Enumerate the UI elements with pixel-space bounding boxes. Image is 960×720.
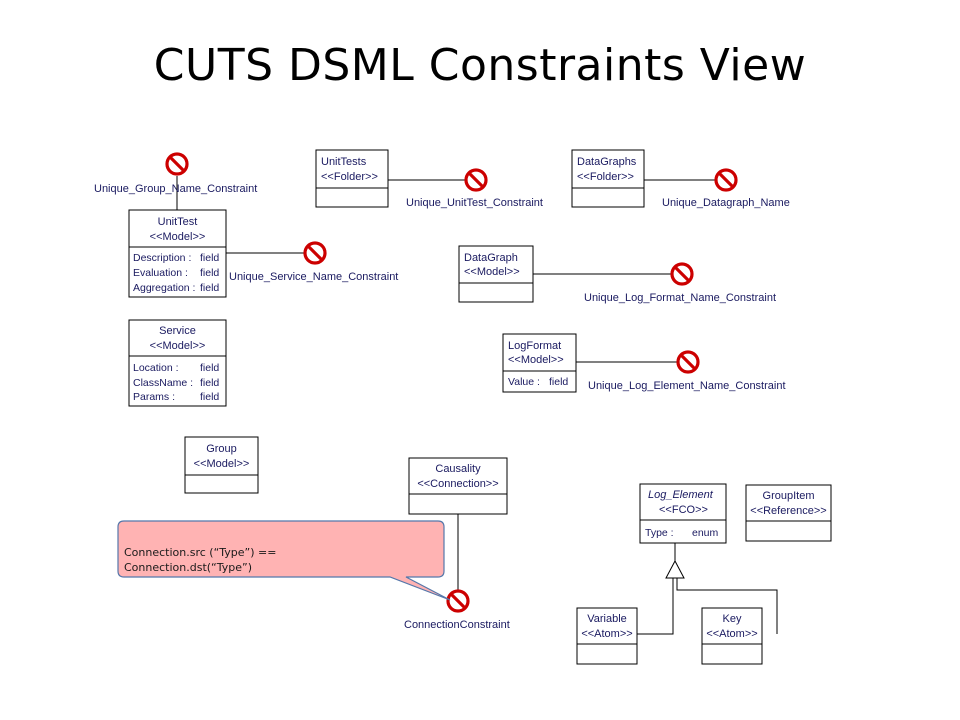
no-entry-icon <box>714 168 738 192</box>
datagraph-stereotype: <<Model>> <box>464 266 520 278</box>
causality-box[interactable]: Causality <<Connection>> <box>408 457 508 515</box>
page-title: CUTS DSML Constraints View <box>153 40 807 91</box>
unittests-stereotype: <<Folder>> <box>321 171 378 183</box>
inheritance-variable-line <box>637 578 674 635</box>
callout-note: Connection.src (“Type”) == Connection.ds… <box>117 520 451 601</box>
log-element-name: Log_Element <box>648 489 714 501</box>
service-type-location: field <box>200 362 219 374</box>
no-entry-icon <box>464 168 488 192</box>
unittest-name: UnitTest <box>158 216 198 228</box>
service-type-classname: field <box>200 377 219 389</box>
logformat-box[interactable]: LogFormat <<Model>> Value : field <box>502 333 577 393</box>
key-box[interactable]: Key <<Atom>> <box>701 607 763 665</box>
service-attr-params: Params : <box>133 391 175 403</box>
group-box[interactable]: Group <<Model>> <box>184 436 259 494</box>
datagraph-box[interactable]: DataGraph <<Model>> <box>458 245 534 303</box>
log-element-stereotype: <<FCO>> <box>659 504 708 516</box>
no-entry-icon <box>670 262 694 286</box>
unittest-attr-evaluation: Evaluation : <box>133 267 188 279</box>
constraint-label-unittest: Unique_UnitTest_Constraint <box>406 197 543 209</box>
no-entry-icon <box>446 589 470 613</box>
variable-name: Variable <box>587 613 627 625</box>
unittest-type-description: field <box>200 252 219 264</box>
unittest-attr-aggregation: Aggregation : <box>133 282 195 294</box>
datagraphs-stereotype: <<Folder>> <box>577 171 634 183</box>
log-element-type-type: enum <box>692 527 719 539</box>
unittests-box[interactable]: UnitTests <<Folder>> <box>315 149 389 208</box>
inheritance-key-line <box>676 578 778 634</box>
log-element-box[interactable]: Log_Element <<FCO>> Type : enum <box>639 483 727 544</box>
groupitem-name: GroupItem <box>763 490 815 502</box>
no-entry-icon <box>303 241 327 265</box>
logformat-type-value: field <box>549 376 568 388</box>
groupitem-stereotype: <<Reference>> <box>750 505 826 517</box>
variable-stereotype: <<Atom>> <box>581 628 632 640</box>
unittests-name: UnitTests <box>321 156 367 168</box>
logformat-attr-value: Value : <box>508 376 540 388</box>
datagraphs-box[interactable]: DataGraphs <<Folder>> <box>571 149 645 208</box>
group-name: Group <box>206 443 237 455</box>
note-line-2: Connection.dst(“Type”) <box>124 561 252 574</box>
constraint-label-log-element-name: Unique_Log_Element_Name_Constraint <box>588 380 786 392</box>
unittest-stereotype: <<Model>> <box>150 231 206 243</box>
causality-stereotype: <<Connection>> <box>417 478 498 490</box>
constraint-label-log-format-name: Unique_Log_Format_Name_Constraint <box>584 292 776 304</box>
key-name: Key <box>723 613 742 625</box>
key-stereotype: <<Atom>> <box>706 628 757 640</box>
unittest-type-aggregation: field <box>200 282 219 294</box>
constraint-label-connection: ConnectionConstraint <box>404 619 510 631</box>
group-stereotype: <<Model>> <box>194 458 250 470</box>
service-attr-location: Location : <box>133 362 179 374</box>
logformat-name: LogFormat <box>508 340 561 352</box>
causality-name: Causality <box>435 463 481 475</box>
log-element-attr-type: Type : <box>645 527 674 539</box>
constraint-label-group-name: Unique_Group_Name_Constraint <box>94 183 257 195</box>
groupitem-box[interactable]: GroupItem <<Reference>> <box>745 484 832 542</box>
no-entry-icon <box>676 350 700 374</box>
datagraph-name: DataGraph <box>464 252 518 264</box>
logformat-stereotype: <<Model>> <box>508 354 564 366</box>
service-type-params: field <box>200 391 219 403</box>
service-box[interactable]: Service <<Model>> Location : field Class… <box>128 319 227 407</box>
variable-box[interactable]: Variable <<Atom>> <box>576 607 638 665</box>
no-entry-icon <box>165 152 189 176</box>
datagraphs-name: DataGraphs <box>577 156 637 168</box>
unittest-box[interactable]: UnitTest <<Model>> Description : field E… <box>128 209 227 298</box>
inheritance-triangle <box>665 559 685 579</box>
constraint-label-datagraph-name: Unique_Datagraph_Name <box>662 197 790 209</box>
service-attr-classname: ClassName : <box>133 377 193 389</box>
constraint-label-service-name: Unique_Service_Name_Constraint <box>229 271 398 283</box>
service-name: Service <box>159 325 196 337</box>
unittest-type-evaluation: field <box>200 267 219 279</box>
service-stereotype: <<Model>> <box>150 340 206 352</box>
unittest-attr-description: Description : <box>133 252 191 264</box>
note-line-1: Connection.src (“Type”) == <box>124 546 276 559</box>
